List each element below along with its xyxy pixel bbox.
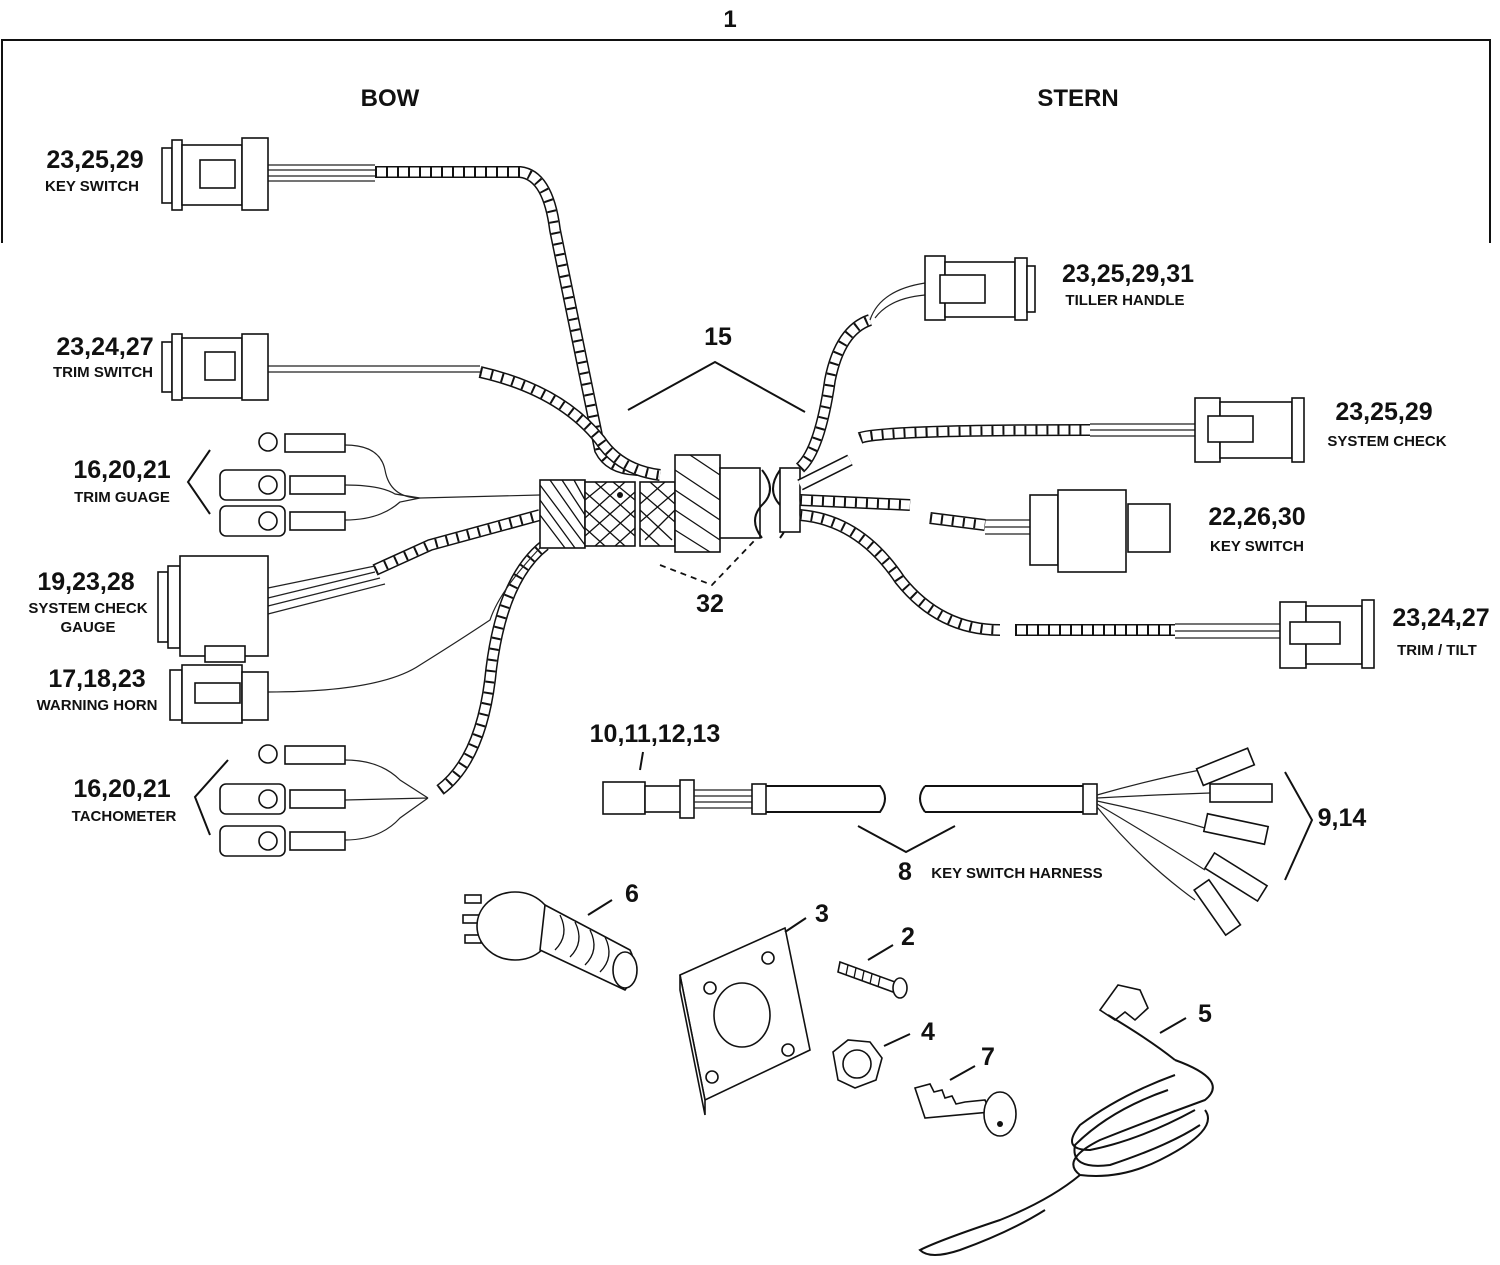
callout-screw: 2	[901, 923, 915, 951]
bow-key-switch-connector	[161, 137, 269, 211]
bow-system-check-numbers: 19,23,28	[37, 568, 134, 596]
push-button-switch	[462, 891, 638, 992]
callout-lanyard: 5	[1198, 1000, 1212, 1028]
bow-trim-switch-numbers: 23,24,27	[56, 333, 153, 361]
stern-tiller-handle-label: TILLER HANDLE	[1065, 292, 1184, 309]
bow-tachometer-label: TACHOMETER	[72, 808, 177, 825]
assembly-bracket: 1 BOW STERN	[1, 6, 1491, 243]
bow-system-check-label-2: GAUGE	[60, 619, 115, 636]
callout-plate: 3	[815, 900, 829, 928]
harness-junction: 15 32	[267, 164, 1280, 841]
stern-system-check-numbers: 23,25,29	[1335, 398, 1432, 426]
callout-key: 7	[981, 1043, 995, 1071]
bow-trim-gauge-terminals	[186, 432, 346, 537]
stern-trim-tilt-label: TRIM / TILT	[1397, 642, 1477, 659]
bow-key-switch-label: KEY SWITCH	[45, 178, 139, 195]
ignition-key	[913, 1065, 1017, 1137]
stern-key-switch-connector	[1029, 489, 1171, 573]
bow-warning-horn-connector	[169, 664, 269, 724]
bow-system-check-label: SYSTEM CHECK	[28, 600, 147, 617]
screw	[837, 944, 908, 999]
stern-tiller-handle-numbers: 23,25,29,31	[1062, 260, 1194, 288]
callout-connector: 10,11,12,13	[590, 720, 721, 748]
stern-system-check-label: SYSTEM CHECK	[1327, 433, 1446, 450]
stern-key-switch-numbers: 22,26,30	[1208, 503, 1305, 531]
bow-warning-horn-numbers: 17,18,23	[48, 665, 145, 693]
callout-harness-number: 8	[898, 858, 912, 886]
mounting-plate	[679, 917, 811, 1116]
callout-terminals: 9,14	[1318, 804, 1367, 832]
hex-nut	[832, 1033, 911, 1089]
assembly-number: 1	[723, 6, 736, 33]
callout-sleeve: 15	[704, 323, 732, 351]
callout-tape: 32	[696, 590, 724, 618]
callout-switch: 6	[625, 880, 639, 908]
bow-trim-switch-connector	[161, 333, 269, 401]
bow-key-switch-numbers: 23,25,29	[46, 146, 143, 174]
callout-nut: 4	[921, 1018, 935, 1046]
bow-trim-gauge-numbers: 16,20,21	[73, 456, 170, 484]
bow-trim-gauge-label: TRIM GUAGE	[74, 489, 170, 506]
bow-trim-switch-label: TRIM SWITCH	[53, 364, 153, 381]
stern-trim-tilt-numbers: 23,24,27	[1392, 604, 1489, 632]
bow-system-check-gauge-connector	[157, 555, 269, 663]
stern-system-check-connector	[1194, 397, 1305, 463]
stern-heading: STERN	[1037, 85, 1118, 112]
bow-heading: BOW	[361, 85, 420, 112]
key-switch-harness	[602, 747, 1314, 937]
stern-tiller-handle-connector	[924, 255, 1036, 321]
stern-trim-tilt-connector	[1279, 599, 1375, 669]
bow-tachometer-numbers: 16,20,21	[73, 775, 170, 803]
stern-key-switch-label: KEY SWITCH	[1210, 538, 1304, 555]
bow-warning-horn-label: WARNING HORN	[37, 697, 158, 714]
bow-tachometer-terminals	[193, 744, 346, 857]
safety-lanyard	[918, 984, 1214, 1256]
callout-harness-label: KEY SWITCH HARNESS	[931, 865, 1102, 882]
